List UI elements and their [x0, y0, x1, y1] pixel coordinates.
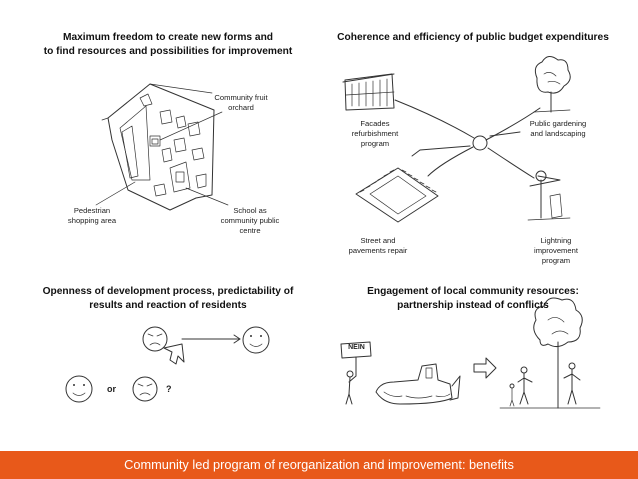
label-line: shopping area [52, 216, 132, 226]
label-line: program [340, 139, 410, 149]
label-line: Public gardening [518, 119, 598, 129]
street-sketch [356, 168, 438, 222]
label-line: program [516, 256, 596, 266]
face-sketch-angry-bottom [133, 377, 157, 401]
arrow-right-icon [182, 335, 240, 343]
heading-line: Openness of development process, predict… [0, 285, 336, 299]
quadrant-heading-engagement: Engagement of local community resources:… [318, 285, 628, 313]
people-tree-sketch [500, 298, 600, 408]
label-lightning: Lightning improvement program [516, 236, 596, 266]
label-facades: Facades refurbishment program [340, 119, 410, 149]
quadrant-heading-freedom: Maximum freedom to create new forms and … [0, 31, 336, 59]
label-line: Pedestrian [52, 206, 132, 216]
heading-line: Maximum freedom to create new forms and [0, 31, 336, 45]
label-line: Street and [338, 236, 418, 246]
label-line: centre [210, 226, 290, 236]
quadrant-heading-coherence: Coherence and efficiency of public budge… [318, 31, 628, 45]
label-line: Facades [340, 119, 410, 129]
house-sketch [343, 74, 394, 110]
hollow-arrow-icon-right [474, 358, 496, 378]
face-sketch-happy-right [243, 327, 269, 353]
heading-line: Coherence and efficiency of public budge… [318, 31, 628, 45]
face-sketch-happy-left [66, 376, 92, 402]
heading-line: to find resources and possibilities for … [0, 45, 336, 59]
face-sketch-angry-top [143, 327, 167, 351]
label-line: refurbishment [340, 129, 410, 139]
label-line: pavements repair [338, 246, 418, 256]
tree-sketch [534, 56, 570, 112]
label-line: School as [210, 206, 290, 216]
label-street: Street and pavements repair [338, 236, 418, 256]
label-line: improvement [516, 246, 596, 256]
label-gardening: Public gardening and landscaping [518, 119, 598, 139]
label-school: School as community public centre [210, 206, 290, 236]
heading-line: results and reaction of residents [0, 299, 336, 313]
heading-line: partnership instead of conflicts [318, 299, 628, 313]
protest-sign-sketch [341, 342, 371, 404]
or-word: or [107, 384, 116, 394]
label-fruit-orchard: Community fruit orchard [206, 93, 276, 113]
connection-arrows [395, 100, 560, 186]
heading-line: Engagement of local community resources: [318, 285, 628, 299]
footer-title: Community led program of reorganization … [0, 451, 638, 479]
hollow-arrow-icon [164, 344, 184, 364]
protest-sign-text: NEIN [343, 344, 370, 351]
label-line: Community fruit [206, 93, 276, 103]
label-line: orchard [206, 103, 276, 113]
question-mark: ? [166, 384, 172, 394]
footer-bar: Community led program of reorganization … [0, 451, 638, 479]
label-pedestrian-area: Pedestrian shopping area [52, 206, 132, 226]
label-line: community public [210, 216, 290, 226]
quadrant-heading-openness: Openness of development process, predict… [0, 285, 336, 313]
label-line: and landscaping [518, 129, 598, 139]
label-line: Lightning [516, 236, 596, 246]
bulldozer-sketch [376, 364, 460, 404]
